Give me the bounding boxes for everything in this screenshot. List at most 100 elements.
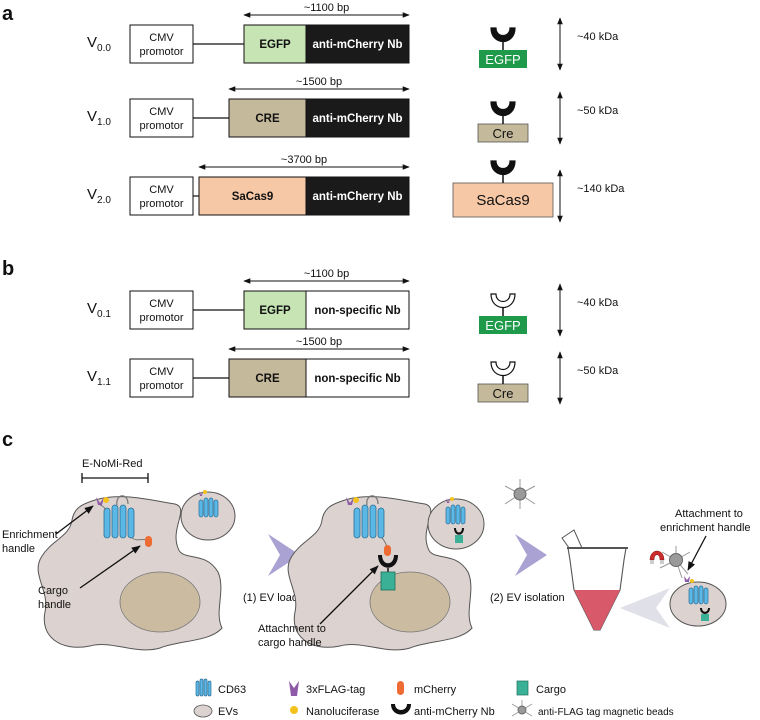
nanobody-gene-label: non-specific Nb (314, 373, 400, 385)
nanobody-gene-label: anti-mCherry Nb (312, 191, 402, 203)
attach-enrich-pointer (687, 535, 707, 571)
promotor-label-line1: CMV (149, 32, 174, 44)
panel-label-c: c (2, 429, 13, 451)
cargo-gene-box (243, 24, 307, 64)
kda-label: ~140 kDa (577, 183, 625, 195)
legend-mcherry: mCherry (414, 684, 457, 696)
cargo-on-cell-2 (380, 571, 396, 591)
non-specific-nb-icon (490, 293, 516, 309)
legend: CD63 3xFLAG-tag mCherry Cargo EVs Nanolu… (193, 678, 674, 718)
nanobody-gene-box (305, 290, 410, 330)
legend-nb: anti-mCherry Nb (414, 706, 495, 718)
enrichment-handle-label-2: handle (2, 543, 35, 555)
cargo-gene-label: EGFP (259, 39, 291, 51)
anti-mcherry-nb-icon (490, 27, 516, 43)
cd63-on-cell (103, 504, 135, 539)
ev-small-2 (427, 498, 485, 550)
panel-label-b: b (2, 258, 14, 280)
attach-cargo-label-2: cargo handle (258, 637, 322, 649)
nanobody-gene-label: anti-mCherry Nb (312, 39, 402, 51)
legend-mcherry-icon (397, 681, 404, 695)
version-label: V0.1 (87, 300, 111, 320)
legend-cd63-icon (195, 678, 212, 697)
protein-label: EGFP (485, 52, 520, 67)
version-label: V0.0 (87, 34, 111, 54)
protein-box (479, 316, 527, 334)
bp-size-label: ~1500 bp (296, 76, 342, 88)
panel-c: E-NoMi-Red Enrichment (2, 458, 751, 651)
nucleus (119, 571, 201, 633)
legend-cd63: CD63 (218, 684, 246, 696)
enrichment-handle-label-1: Enrichment (2, 529, 58, 541)
attach-enrich-label-2: enrichment handle (660, 522, 751, 534)
kda-label: ~50 kDa (577, 365, 619, 377)
legend-nanoluc: Nanoluciferase (306, 706, 379, 718)
cargo-gene-label: SaCas9 (232, 191, 274, 203)
legend-evs: EVs (218, 706, 239, 718)
promotor-box (129, 358, 194, 398)
attach-cargo-label-1: Attachment to (258, 623, 326, 635)
promotor-label-line1: CMV (149, 366, 174, 378)
version-label: V2.0 (87, 186, 111, 206)
nanoluc-on-cell (103, 497, 109, 503)
nb-bound-cell-2 (378, 555, 398, 568)
mcherry-on-cell (145, 536, 152, 547)
legend-flag: 3xFLAG-tag (306, 684, 365, 696)
construct-name: E-NoMi-Red (82, 458, 143, 470)
legend-beads: anti-FLAG tag magnetic beads (538, 707, 674, 718)
protein-label: SaCas9 (476, 192, 529, 209)
bp-size-label: ~1500 bp (296, 336, 342, 348)
attach-cargo-pointer (319, 565, 379, 625)
cargo-gene-label: CRE (255, 113, 280, 125)
promotor-box (129, 176, 194, 216)
legend-nb-icon (391, 704, 411, 715)
flag-tag-on-cell (96, 497, 104, 505)
nanobody-gene-box (305, 176, 410, 216)
kda-label: ~40 kDa (577, 297, 619, 309)
version-label: V1.0 (87, 108, 111, 128)
promotor-label-line2: promotor (139, 198, 183, 210)
promotor-label-line1: CMV (149, 298, 174, 310)
legend-nanoluc-icon (290, 706, 298, 714)
enrichment-pointer (55, 505, 94, 535)
cargo-gene-label: EGFP (259, 305, 291, 317)
legend-bead-icon (511, 700, 533, 717)
protein-label: Cre (493, 386, 514, 401)
cargo-handle-label-1: Cargo (38, 585, 68, 597)
kda-label: ~50 kDa (577, 105, 619, 117)
protein-box (452, 182, 554, 218)
cargo-gene-box (228, 98, 307, 138)
promotor-box (129, 98, 194, 138)
anti-mcherry-nb-icon (490, 101, 516, 117)
bp-size-label: ~1100 bp (304, 2, 349, 14)
step-2-label: (2) EV isolation (490, 592, 565, 604)
nanobody-gene-label: anti-mCherry Nb (312, 113, 402, 125)
magnetic-bead-top (504, 479, 536, 509)
promotor-label-line2: promotor (139, 312, 183, 324)
nanobody-gene-box (305, 24, 410, 64)
magnetic-bead-bound (659, 546, 691, 579)
promotor-label-line2: promotor (139, 46, 183, 58)
step-arrow-2 (515, 534, 547, 576)
protein-box (479, 50, 527, 68)
nanobody-gene-box (305, 358, 410, 398)
construct-v11: V1.1 CMV promotor CRE non-specific Nb ~1500 b… (87, 336, 619, 405)
cargo-handle-label-2: handle (38, 599, 71, 611)
version-label: V1.1 (87, 368, 111, 388)
collection-tube (561, 529, 628, 631)
legend-cargo: Cargo (536, 684, 566, 696)
cargo-pointer (79, 545, 141, 589)
nanobody-gene-label: non-specific Nb (314, 305, 400, 317)
mcherry-on-cell-2 (384, 545, 391, 556)
legend-cargo-icon (516, 680, 529, 696)
promotor-box (129, 24, 194, 64)
cargo-gene-label: CRE (255, 373, 280, 385)
promotor-label-line2: promotor (139, 380, 183, 392)
return-arrow (620, 588, 670, 628)
